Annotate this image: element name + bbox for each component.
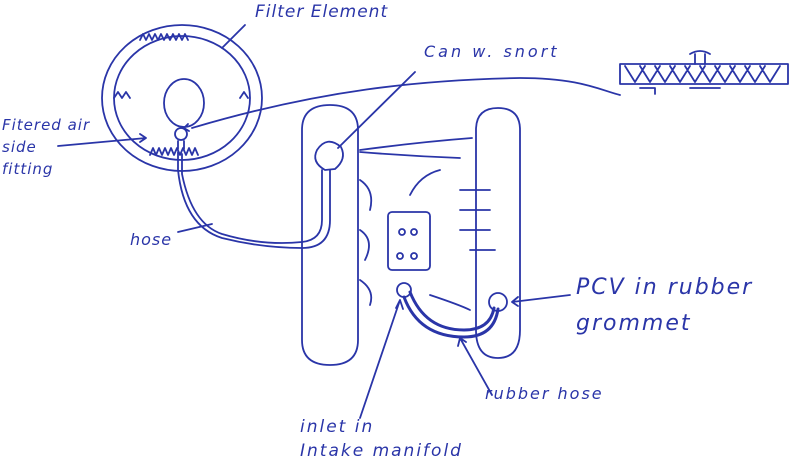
label-line: Fitered air	[2, 116, 91, 134]
label-pcv-grommet: PCV in rubber grommet	[576, 270, 753, 342]
engine-valve-covers	[301, 104, 521, 366]
filter-side-view	[619, 50, 789, 95]
label-line: Intake manifold	[300, 441, 463, 461]
label-hose: hose	[130, 230, 173, 249]
label-line: PCV in rubber	[576, 275, 754, 300]
catch-can	[177, 140, 344, 249]
pcv-rubber-hose	[396, 282, 508, 339]
label-line: inlet in	[300, 417, 375, 437]
label-line: fitting	[2, 160, 54, 178]
label-line: grommet	[576, 311, 692, 336]
leader-arrows	[57, 24, 571, 419]
arrow-line	[191, 77, 621, 129]
label-rubber-hose: rubber hose	[485, 384, 604, 403]
label-filtered-air-fitting: Fitered air side fitting	[2, 114, 90, 180]
label-filter-element: Filter Element	[255, 2, 389, 22]
label-inlet-manifold: inlet in Intake manifold	[300, 415, 463, 463]
label-can-snort: Can w. snort	[424, 42, 560, 61]
air-filter-housing	[101, 24, 263, 172]
label-line: side	[2, 138, 37, 156]
